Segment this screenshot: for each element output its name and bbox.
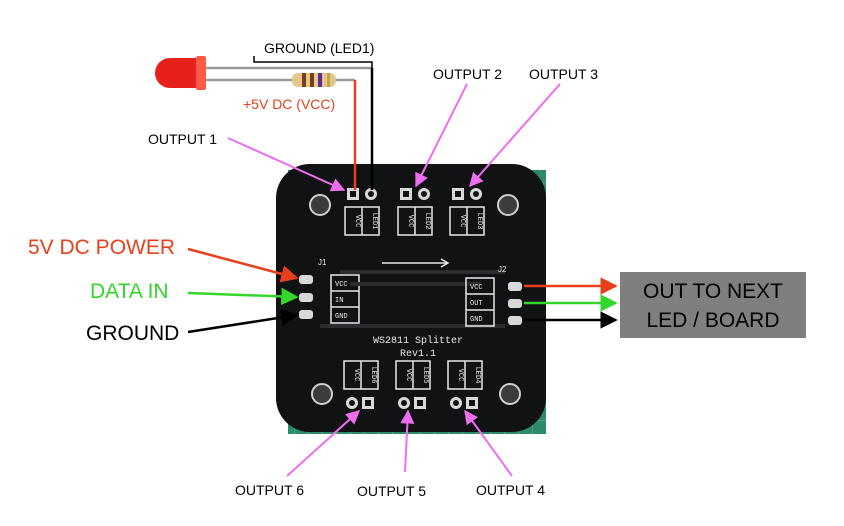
- j2-label: J2: [498, 265, 507, 274]
- output-6-label: OUTPUT 6: [235, 482, 304, 498]
- bottom-vcc-4: VCC: [456, 369, 464, 382]
- power-arrow: [187, 247, 299, 283]
- bottom-vcc-6: VCC: [352, 369, 360, 382]
- data-in-label: DATA IN: [90, 280, 169, 303]
- board-title: WS2811 Splitter: [373, 335, 463, 347]
- ground-label: GROUND: [86, 322, 180, 345]
- top-pads: [347, 188, 482, 200]
- output-3-label: OUTPUT 3: [529, 66, 598, 82]
- ground-arrow: [187, 308, 299, 334]
- output-arrows: [227, 83, 561, 477]
- pcb-board: VCC LED1 VCC LED2 VCC LED3 J1 VCC IN GND: [276, 164, 546, 432]
- next-board-box: OUT TO NEXT LED / BOARD: [620, 272, 806, 338]
- next-board-line1: OUT TO NEXT: [642, 280, 784, 303]
- top-silk-boxes: [344, 206, 485, 236]
- output-3-arrow: [469, 83, 561, 188]
- bottom-silk-boxes: [343, 360, 483, 390]
- bottom-led-4: LED4: [473, 367, 481, 384]
- j2-pin-vcc: VCC: [470, 284, 483, 292]
- bottom-vcc-5: VCC: [404, 369, 412, 382]
- next-board-line2: LED / BOARD: [646, 309, 780, 332]
- output-4-label: OUTPUT 4: [476, 482, 545, 498]
- top-vcc-2: VCC: [406, 215, 414, 228]
- top-vcc-3: VCC: [458, 215, 466, 228]
- j1-silk: [330, 274, 360, 324]
- top-led-1: LED1: [370, 213, 378, 230]
- top-led-3: LED3: [475, 213, 483, 230]
- ground-led1-label: GROUND (LED1): [264, 40, 375, 56]
- j2-pin-out: OUT: [470, 300, 483, 308]
- board-rev: Rev1.1: [400, 349, 436, 360]
- ground-led1-bracket: [253, 56, 373, 68]
- led-assembly: [155, 56, 374, 190]
- top-led-2: LED2: [423, 213, 431, 230]
- output-5-label: OUTPUT 5: [357, 483, 426, 499]
- vcc-5v-label: +5V DC (VCC): [243, 96, 336, 112]
- power-label: 5V DC POWER: [28, 236, 176, 259]
- j1-pin-in: IN: [335, 297, 343, 305]
- output-2-arrow: [415, 83, 468, 188]
- led-icon: [155, 58, 204, 88]
- bottom-led-6: LED6: [369, 367, 377, 384]
- j1-pin-vcc: VCC: [335, 281, 348, 289]
- top-vcc-1: VCC: [353, 215, 361, 228]
- j2-pin-gnd: GND: [470, 316, 483, 324]
- j1-label: J1: [318, 258, 327, 267]
- output-2-label: OUTPUT 2: [433, 66, 502, 82]
- j1-pin-gnd: GND: [335, 313, 348, 321]
- j2-silk: [465, 277, 495, 327]
- bottom-pads: [346, 397, 478, 409]
- output-1-label: OUTPUT 1: [148, 131, 217, 147]
- data-in-arrow: [187, 287, 299, 306]
- output-5-arrow: [400, 409, 415, 473]
- resistor-icon: [292, 73, 336, 87]
- mounting-holes: [309, 194, 521, 405]
- bottom-led-5: LED5: [421, 367, 429, 384]
- j1-pads: [299, 275, 313, 319]
- j2-pads: [508, 282, 522, 325]
- output-6-arrow: [286, 410, 361, 477]
- output-1-arrow: [227, 137, 346, 192]
- output-4-arrow: [464, 409, 513, 477]
- silk-arrow: [382, 258, 450, 268]
